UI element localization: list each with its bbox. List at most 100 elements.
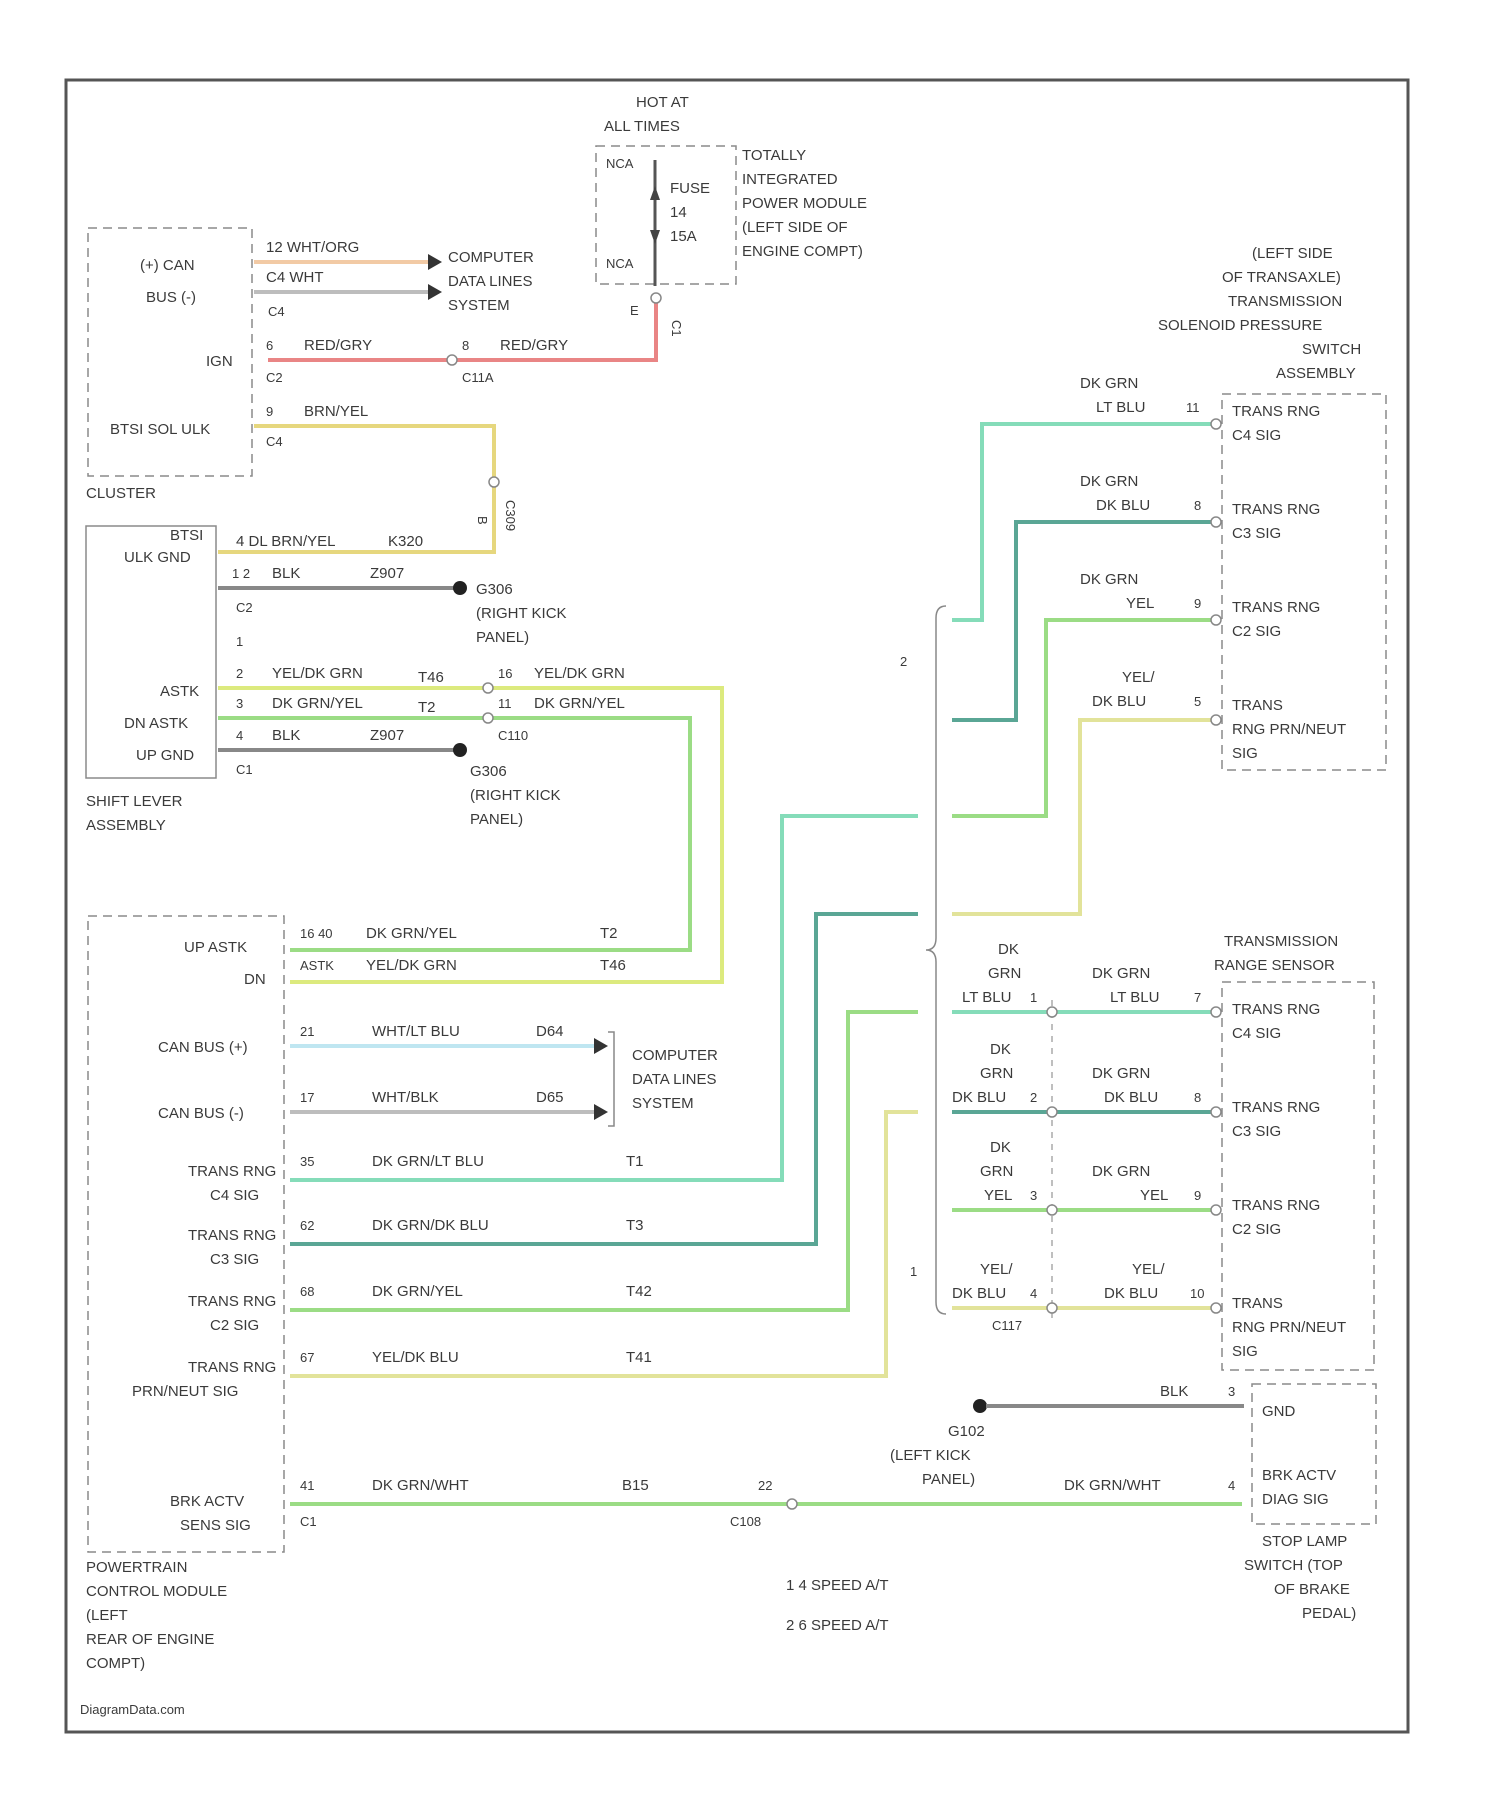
pcm-c2-l1: TRANS RNG — [188, 1293, 276, 1310]
btsi-color: BRN/YEL — [304, 403, 368, 420]
rs-b2-c2: DK BLU — [1104, 1089, 1158, 1106]
c117-pin-3 — [1047, 1205, 1057, 1215]
shift-pin-3: 3 — [236, 696, 243, 711]
g306-lower-l1: G306 — [470, 763, 507, 780]
pcm-w9-circ: B15 — [622, 1477, 649, 1494]
g306-lower-l3: PANEL) — [470, 811, 523, 828]
tipm-line-5: ENGINE COMPT) — [742, 243, 863, 260]
cluster-name: CLUSTER — [86, 485, 156, 502]
tipm-line-1: TOTALLY — [742, 147, 806, 164]
rs-a1-c2: GRN — [988, 965, 1021, 982]
pcm-w1-color: DK GRN/YEL — [366, 925, 457, 942]
rs-a4-c1: YEL/ — [980, 1261, 1013, 1278]
pcm-w1-circ: T2 — [600, 925, 618, 942]
shift-pin-2: 2 — [236, 666, 243, 681]
sol-r4-t3: SIG — [1232, 745, 1258, 762]
pcm-c1: C1 — [300, 1514, 317, 1529]
rs-a3-c3: YEL — [984, 1187, 1012, 1204]
rs-t3-2: C2 SIG — [1232, 1221, 1281, 1238]
pcm-w7-color: DK GRN/YEL — [372, 1283, 463, 1300]
tipm-pin-c1: C1 — [669, 320, 684, 337]
rs-pin-7 — [1211, 1007, 1221, 1017]
rs-b1-c2: LT BLU — [1110, 989, 1159, 1006]
pcm-brk-l1: BRK ACTV — [170, 1493, 244, 1510]
g306-lower-l2: (RIGHT KICK — [470, 787, 561, 804]
sol-r4-t2: RNG PRN/NEUT — [1232, 721, 1346, 738]
stop-sig-l1: BRK ACTV — [1262, 1467, 1336, 1484]
pcm-brk-l2: SENS SIG — [180, 1517, 251, 1534]
pcm-comp-line-2: DATA LINES — [632, 1071, 716, 1088]
c117-pin-4 — [1047, 1303, 1057, 1313]
c108-connector — [787, 1499, 797, 1509]
c110-astk-conn — [483, 683, 493, 693]
shift-gnd-circ: Z907 — [370, 565, 404, 582]
shift-dn-circ: T2 — [418, 699, 436, 716]
pcm-w8-pin: 67 — [300, 1350, 314, 1365]
stop-gnd-label: GND — [1262, 1403, 1296, 1420]
sol-r1-pin: 11 — [1186, 400, 1200, 415]
sol-c3-pin — [1211, 517, 1221, 527]
sol-title-1: (LEFT SIDE — [1252, 245, 1333, 262]
tipm-title: TOTALLY INTEGRATED POWER MODULE (LEFT SI… — [742, 147, 867, 260]
rs-title-2: RANGE SENSOR — [1214, 957, 1335, 974]
c11a-label: C11A — [462, 370, 494, 385]
pcm-w1-pin: 16 40 — [300, 926, 333, 941]
pcm-c2-l2: C2 SIG — [210, 1317, 259, 1334]
fuse-label: FUSE — [670, 180, 710, 197]
pcm-w9-pin: 41 — [300, 1478, 314, 1493]
stop-lamp-title: STOP LAMP SWITCH (TOP OF BRAKE PEDAL) — [1244, 1533, 1356, 1622]
shift-name-l2: ASSEMBLY — [86, 817, 166, 834]
pcm-w7-pin: 68 — [300, 1284, 314, 1299]
sol-c2-pin — [1211, 615, 1221, 625]
g102-l1: G102 — [948, 1423, 985, 1440]
shift-dn-astk: DN ASTK — [124, 715, 188, 732]
legend-item-2: 2 6 SPEED A/T — [786, 1617, 889, 1634]
rs-b1-c1: DK GRN — [1092, 965, 1150, 982]
rs-a2-c2: GRN — [980, 1065, 1013, 1082]
pcm-w2-pin: ASTK — [300, 958, 334, 973]
shift-pin-4: 4 — [236, 728, 243, 743]
shift-up-color: BLK — [272, 727, 300, 744]
rs-a4-pin: 4 — [1030, 1286, 1037, 1301]
c4-sig-wire — [290, 816, 918, 1180]
ign-conn: C2 — [266, 370, 283, 385]
pcm-w3-circ: D64 — [536, 1023, 564, 1040]
pcm-w9-color: DK GRN/WHT — [372, 1477, 469, 1494]
pcm-w2-circ: T46 — [600, 957, 626, 974]
hot-at-label: HOT AT — [636, 94, 689, 111]
rs-t4-2: RNG PRN/NEUT — [1232, 1319, 1346, 1336]
rs-b4-c2: DK BLU — [1104, 1285, 1158, 1302]
rs-a4-c2: DK BLU — [952, 1285, 1006, 1302]
tipm-line-4: (LEFT SIDE OF — [742, 219, 848, 236]
can-minus-arrow — [428, 284, 442, 300]
pcm-name-1: POWERTRAIN — [86, 1559, 187, 1576]
pcm-w5-circ: T1 — [626, 1153, 644, 1170]
sol-r1-c1: DK GRN — [1080, 375, 1138, 392]
tipm-connector — [651, 293, 661, 303]
sol-r1-c2: LT BLU — [1096, 399, 1145, 416]
sol-r1-t2: C4 SIG — [1232, 427, 1281, 444]
pcm-comp-line-3: SYSTEM — [632, 1095, 694, 1112]
cluster-comp-line-1: COMPUTER — [448, 249, 534, 266]
pcm-title: POWERTRAIN CONTROL MODULE (LEFT REAR OF … — [86, 1559, 227, 1672]
sol-c4-pin — [1211, 419, 1221, 429]
rs-a3-c2: GRN — [980, 1163, 1013, 1180]
rs-pin-10 — [1211, 1303, 1221, 1313]
pcm-w6-color: DK GRN/DK BLU — [372, 1217, 489, 1234]
cluster-ign: IGN — [206, 353, 233, 370]
shift-dn-color: DK GRN/YEL — [272, 695, 363, 712]
pcm-w3-pin: 21 — [300, 1024, 314, 1039]
fuse-down-arrow — [650, 230, 660, 244]
c108-label: C108 — [730, 1514, 761, 1529]
pcm-name-4: REAR OF ENGINE — [86, 1631, 214, 1648]
legend-item-1: 1 4 SPEED A/T — [786, 1577, 889, 1594]
c117-pin-1 — [1047, 1007, 1057, 1017]
sol-r3-c2: YEL — [1126, 595, 1154, 612]
rs-b2-pin: 8 — [1194, 1090, 1201, 1105]
cluster-comp-line-3: SYSTEM — [448, 297, 510, 314]
c110-pin-16: 16 — [498, 666, 512, 681]
shift-btsi-l2: ULK GND — [124, 549, 191, 566]
pcm-w6-circ: T3 — [626, 1217, 644, 1234]
sol-r2-t1: TRANS RNG — [1232, 501, 1320, 518]
